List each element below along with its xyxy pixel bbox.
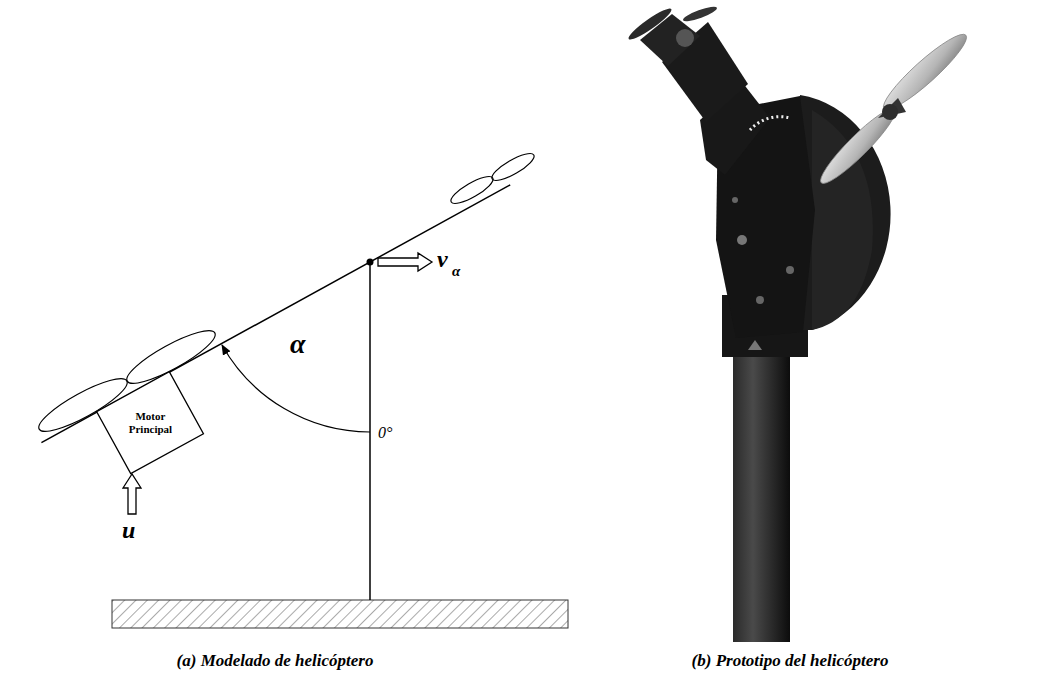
zero-angle-mark: 0° xyxy=(378,425,392,441)
figure-caption: (a) Modelado de helicóptero xyxy=(177,652,374,669)
motor-outline xyxy=(97,372,204,474)
velocity-symbol: v xyxy=(437,247,448,271)
angle-arc xyxy=(222,345,370,432)
motor-box: Motor Principal xyxy=(114,402,186,443)
pivot-dot xyxy=(367,259,374,266)
velocity-subscript: α xyxy=(452,264,460,279)
input-symbol: u xyxy=(122,518,135,542)
figure-caption: (b) Prototipo del helicóptero xyxy=(692,652,889,669)
tail-rotor xyxy=(448,149,538,208)
prototype-photo xyxy=(626,4,973,642)
angle-symbol: α xyxy=(290,330,306,358)
node-label: Motor Principal xyxy=(122,410,178,435)
input-arrow xyxy=(123,474,141,514)
velocity-arrow xyxy=(378,253,432,271)
ground xyxy=(112,600,568,628)
support-pole xyxy=(369,262,371,600)
